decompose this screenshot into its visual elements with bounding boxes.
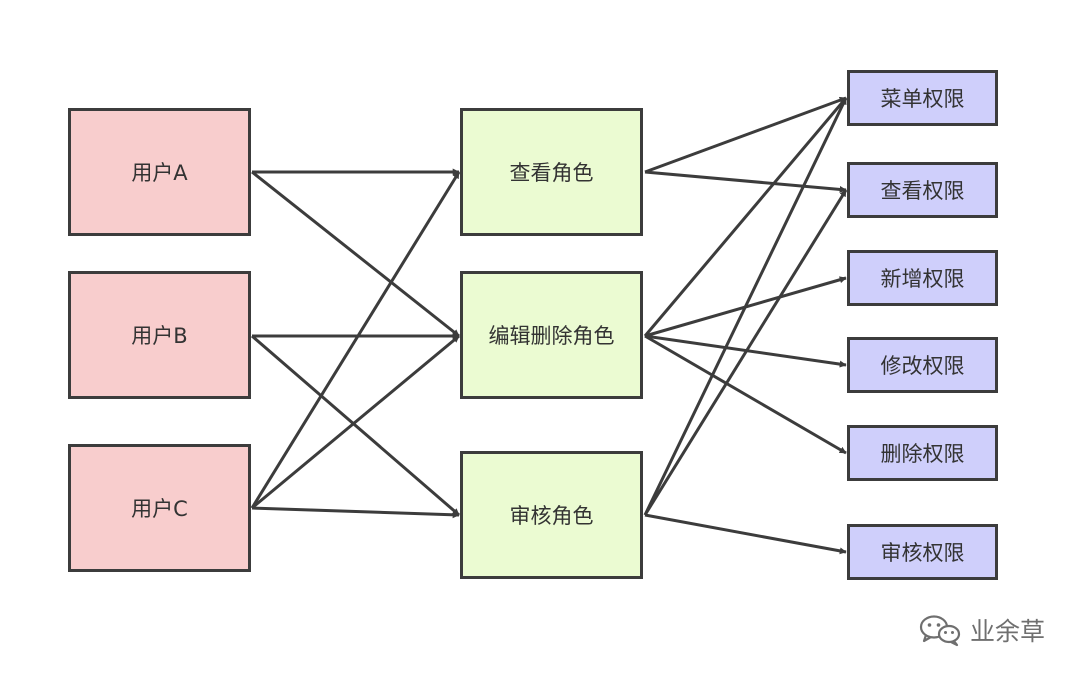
node-user-b[interactable]: 用户B: [68, 271, 251, 399]
node-role-review[interactable]: 审核角色: [460, 451, 643, 579]
node-label: 修改权限: [880, 354, 965, 378]
edge-role-view-to-perm-menu: [644, 96, 847, 174]
edge-role-review-to-perm-review: [644, 513, 847, 555]
node-label: 新增权限: [880, 267, 965, 291]
node-perm-modify[interactable]: 修改权限: [847, 337, 998, 393]
edge-role-edit-delete-to-perm-menu: [643, 97, 848, 337]
node-label: 用户C: [131, 497, 188, 521]
node-label: 用户A: [131, 161, 188, 185]
node-label: 查看角色: [509, 161, 594, 185]
edge-role-review-to-perm-view: [643, 189, 848, 516]
watermark-text: 业余草: [970, 617, 1046, 646]
node-label: 审核权限: [880, 541, 965, 565]
node-perm-review[interactable]: 审核权限: [847, 524, 998, 580]
watermark: 业余草: [918, 612, 1045, 648]
node-user-a[interactable]: 用户A: [68, 108, 251, 236]
node-label: 删除权限: [880, 442, 965, 466]
node-user-c[interactable]: 用户C: [68, 444, 251, 572]
edge-role-edit-delete-to-perm-delete: [644, 334, 847, 455]
edge-user-a-to-role-edit-delete: [251, 170, 460, 338]
edge-user-b-to-role-review: [251, 334, 460, 517]
edge-user-c-to-role-review: [251, 506, 460, 519]
node-label: 菜单权限: [880, 87, 965, 111]
node-perm-menu[interactable]: 菜单权限: [847, 70, 998, 126]
edge-role-review-to-perm-menu: [643, 97, 848, 516]
edge-user-c-to-role-view: [250, 171, 461, 509]
node-role-edit-delete[interactable]: 编辑删除角色: [460, 271, 643, 399]
node-perm-add[interactable]: 新增权限: [847, 250, 998, 306]
node-label: 查看权限: [880, 179, 965, 203]
node-role-view[interactable]: 查看角色: [460, 108, 643, 236]
edge-user-c-to-role-edit-delete: [251, 334, 460, 510]
edge-layer: [250, 96, 848, 555]
node-label: 编辑删除角色: [488, 324, 615, 348]
node-perm-delete[interactable]: 删除权限: [847, 425, 998, 481]
node-label: 审核角色: [509, 504, 594, 528]
node-label: 用户B: [131, 324, 188, 348]
wechat-icon: [919, 615, 961, 647]
edge-role-view-to-perm-view: [644, 170, 847, 193]
node-perm-view[interactable]: 查看权限: [847, 162, 998, 218]
